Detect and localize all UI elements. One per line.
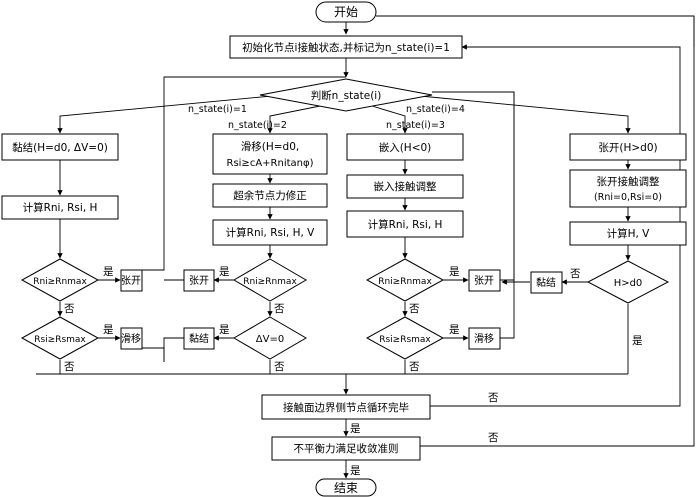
col1-calc-label: 计算Rni, Rsi, H (23, 201, 98, 214)
init-label: 初始化节点i接触状态,并标记为n_state(i)=1 (242, 41, 450, 54)
col1-slide-box (120, 327, 143, 350)
col4-stick-box (530, 271, 563, 294)
col3-d1-label: Rni≥Rnmax (378, 277, 432, 287)
loop2-yes: 是 (350, 465, 361, 477)
col1-state-label: 黏结(H=d0, ΔV=0) (12, 141, 108, 154)
col3-state-label: 嵌入(H<0) (379, 142, 432, 154)
col4-stick-label: 黏结 (536, 276, 556, 289)
col3-adjust-box (346, 174, 464, 199)
col3-no-1: 否 (409, 303, 420, 315)
col2-yes-2: 是 (219, 324, 230, 336)
col2-fix-label: 超余节点力修正 (233, 189, 307, 202)
branch-label-4: n_state(i)=4 (406, 104, 465, 115)
col1-calc-box (1, 195, 119, 220)
col3-calc-label: 计算Rni, Rsi, H (368, 218, 443, 231)
col2-stick-box (183, 327, 215, 350)
col2-calc-label: 计算Rni, Rsi, H, V (226, 226, 315, 239)
col4-state-label: 张开(H>d0) (598, 142, 657, 154)
col1-open-box (120, 269, 143, 292)
col2-state-label-2: Rsi≥cA+Rnitanφ) (227, 158, 314, 169)
col4-adjust-label-1: 张开接触调整 (597, 175, 660, 188)
col2-d2-label: ΔV=0 (256, 334, 284, 345)
branch-label-2: n_state(i)=2 (228, 120, 287, 131)
col3-yes-1: 是 (449, 266, 460, 278)
loop1-no: 否 (488, 392, 499, 404)
start-terminal (315, 1, 377, 23)
col2-decision-1 (233, 258, 307, 302)
connectors (36, 15, 695, 479)
col1-d1-label: Rni≥Rnmax (33, 277, 87, 287)
col3-no-2: 否 (409, 361, 420, 373)
col1-slide-label: 滑移 (121, 332, 141, 345)
col4-decision-1 (586, 260, 670, 304)
col1-d2-label: Rsi≥Rsmax (34, 335, 86, 345)
col2-d1-label: Rni≥Rnmax (243, 277, 297, 287)
col1-yes-2: 是 (103, 324, 114, 336)
judge-label: 判断n_state(i) (311, 89, 382, 102)
col1-decision-1 (20, 258, 100, 302)
col4-yes-1: 是 (632, 335, 643, 347)
loop2-box (271, 436, 421, 461)
col4-no-1: 否 (570, 268, 581, 280)
col1-no-2: 否 (64, 361, 75, 373)
end-label: 结束 (334, 481, 358, 495)
col4-adjust-box (569, 169, 687, 208)
col3-slide-box (468, 327, 501, 350)
loop2-label: 不平衡力满足收敛准则 (294, 442, 399, 455)
col1-state-box (1, 133, 119, 161)
col4-state-box (569, 133, 687, 161)
end-terminal (315, 478, 377, 497)
col2-state-box (212, 133, 328, 175)
col2-fix-box (212, 183, 328, 208)
col1-yes-1: 是 (103, 266, 114, 278)
col3-adjust-label: 嵌入接触调整 (374, 180, 437, 193)
col4-d1-label: H>d0 (614, 278, 643, 289)
col2-yes-1: 是 (219, 266, 230, 278)
loop2-no: 否 (488, 432, 499, 444)
branch-label-1: n_state(i)=1 (188, 104, 247, 115)
col1-open-label: 张开 (121, 275, 141, 287)
branch-label-3: n_state(i)=3 (386, 120, 445, 131)
col3-d2-label: Rsi≥Rsmax (379, 335, 431, 345)
col3-open-box (468, 269, 501, 292)
col3-state-box (346, 133, 464, 161)
loop1-label: 接触面边界侧节点循环完毕 (283, 401, 409, 414)
col2-stick-label: 黏结 (189, 332, 209, 345)
col4-calc-box (569, 221, 687, 246)
col2-open-box (183, 269, 215, 292)
col2-state-label-1: 滑移(H=d0, (241, 140, 299, 153)
col1-decision-2 (20, 316, 100, 360)
col1-no-1: 否 (64, 303, 75, 315)
init-box (229, 35, 463, 59)
col2-calc-box (212, 219, 328, 246)
judge-decision (259, 78, 433, 112)
start-label: 开始 (334, 5, 358, 19)
col4-adjust-label-2: (Rni=0,Rsi=0) (594, 192, 662, 203)
col3-decision-1 (365, 258, 445, 302)
col3-calc-box (346, 210, 464, 238)
col4-calc-label: 计算H, V (607, 227, 651, 240)
col2-no-2: 否 (274, 361, 285, 373)
loop1-yes: 是 (350, 423, 361, 435)
col3-slide-label: 滑移 (474, 332, 494, 345)
loop1-box (261, 394, 431, 420)
col2-decision-2 (233, 316, 307, 360)
col3-yes-2: 是 (449, 324, 460, 336)
col3-decision-2 (365, 316, 445, 360)
col3-open-label: 张开 (474, 275, 494, 287)
col2-open-label: 张开 (189, 275, 209, 287)
col2-no-1: 否 (274, 303, 285, 315)
